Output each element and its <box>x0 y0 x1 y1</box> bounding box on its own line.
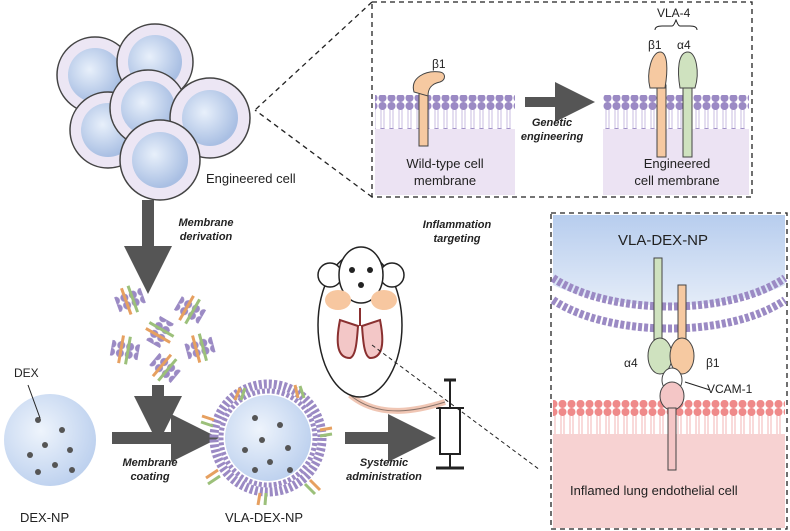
vla-dex-np-inset-label: VLA-DEX-NP <box>618 232 709 249</box>
coating-line2: coating <box>130 471 170 483</box>
systemic-line2: administration <box>346 471 422 483</box>
membrane-derivation-label: Membrane derivation <box>166 216 246 244</box>
genetic-engineering-inset <box>254 1 753 198</box>
mouse-illustration <box>317 246 541 471</box>
engineered-membrane-label: Engineered cell membrane <box>617 155 737 189</box>
membrane-coating-label: Membrane coating <box>110 456 190 484</box>
alpha4-vla-label: α4 <box>677 38 691 52</box>
wild-type-membrane-label: Wild-type cell membrane <box>390 155 500 189</box>
vla-dex-np-particle <box>200 379 333 506</box>
genetic-engineering-label: Genetic engineering <box>510 116 594 144</box>
engineered-cell-label: Engineered cell <box>206 171 296 186</box>
dex-np-label: DEX-NP <box>20 510 70 525</box>
beta1-wild-label: β1 <box>432 57 446 71</box>
inflammation-line2: targeting <box>433 233 481 245</box>
genetic-line2: engineering <box>520 131 584 143</box>
dex-label: DEX <box>14 366 39 380</box>
membrane-fragments <box>109 285 216 384</box>
vla4-label: VLA-4 <box>657 6 691 20</box>
membrane-derivation-line1: Membrane <box>178 217 234 229</box>
inflamed-endothelial-label: Inflamed lung endothelial cell <box>570 483 738 498</box>
membrane-derivation-line2: derivation <box>179 231 233 243</box>
coating-line1: Membrane <box>122 457 178 469</box>
beta1-vla-label: β1 <box>648 38 662 52</box>
vla-dex-np-label: VLA-DEX-NP <box>225 510 304 525</box>
wild-type-line2: membrane <box>413 173 477 188</box>
inflammation-inset <box>550 212 788 530</box>
systemic-administration-label: Systemic administration <box>338 456 430 484</box>
dex-np-particle <box>4 384 96 486</box>
engineered-membrane-line2: cell membrane <box>634 173 720 188</box>
alpha4-inset-label: α4 <box>624 356 638 370</box>
inflammation-line1: Inflammation <box>422 219 492 231</box>
engineered-cell-cluster <box>56 23 251 201</box>
wild-type-line1: Wild-type cell <box>406 156 484 171</box>
engineered-membrane-line1: Engineered <box>643 156 711 171</box>
inflammation-targeting-label: Inflammation targeting <box>417 218 497 246</box>
genetic-line1: Genetic <box>531 117 573 129</box>
systemic-line1: Systemic <box>359 457 409 469</box>
vcam1-label: VCAM-1 <box>707 382 753 396</box>
syringe-icon <box>436 378 464 470</box>
beta1-inset-label: β1 <box>706 356 720 370</box>
